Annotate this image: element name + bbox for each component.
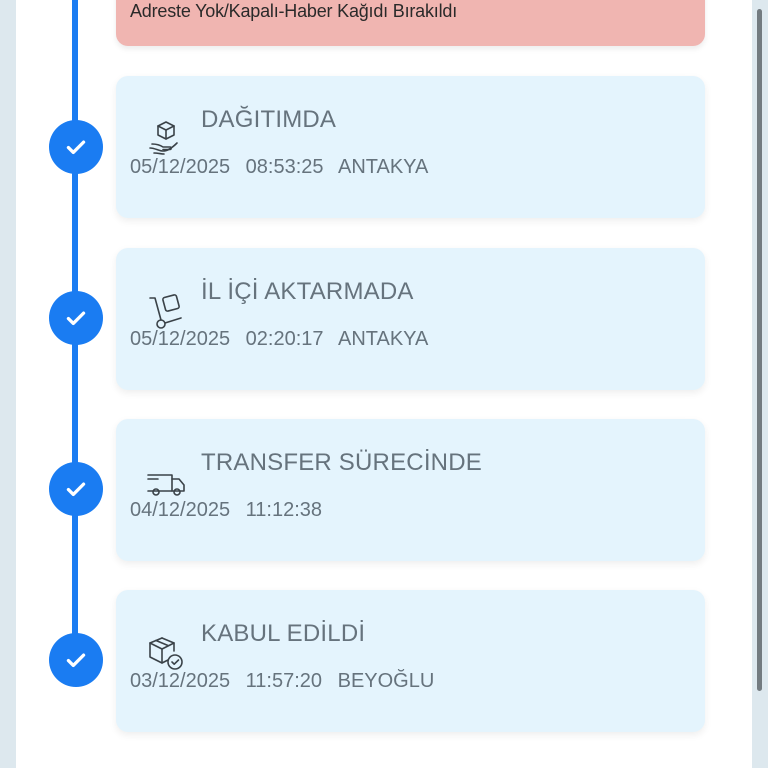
check-circle-icon xyxy=(49,462,103,516)
alert-text: Adreste Yok/Kapalı-Haber Kağıdı Bırakıld… xyxy=(130,1,457,21)
event-time: 08:53:25 xyxy=(245,156,324,178)
event-location: BEYOĞLU xyxy=(337,670,435,692)
delivery-attempt-alert: Adreste Yok/Kapalı-Haber Kağıdı Bırakıld… xyxy=(116,0,705,46)
check-circle-icon xyxy=(49,291,103,345)
event-time: 11:57:20 xyxy=(245,670,323,692)
timeline-event-card[interactable]: İL İÇİ AKTARMADA 05/12/2025 02:20:17 ANT… xyxy=(116,248,705,390)
truck-icon xyxy=(144,461,188,505)
event-title: TRANSFER SÜRECİNDE xyxy=(201,449,482,476)
timeline-event-card[interactable]: KABUL EDİLDİ 03/12/2025 11:57:20 BEYOĞLU xyxy=(116,590,705,732)
event-meta: 04/12/2025 11:12:38 xyxy=(130,499,332,522)
event-meta: 05/12/2025 02:20:17 ANTAKYA xyxy=(130,328,438,351)
package-hand-icon xyxy=(144,118,188,162)
event-date: 03/12/2025 xyxy=(130,670,231,692)
event-time: 11:12:38 xyxy=(245,499,323,521)
check-circle-icon xyxy=(49,633,103,687)
event-location: ANTAKYA xyxy=(337,156,429,178)
event-date: 04/12/2025 xyxy=(130,499,231,521)
event-location: ANTAKYA xyxy=(337,328,429,350)
scrollbar-thumb[interactable] xyxy=(757,9,762,691)
event-time: 02:20:17 xyxy=(245,328,324,350)
timeline-event-card[interactable]: DAĞITIMDA 05/12/2025 08:53:25 ANTAKYA xyxy=(116,76,705,218)
event-meta: 03/12/2025 11:57:20 BEYOĞLU xyxy=(130,670,444,693)
event-date: 05/12/2025 xyxy=(130,328,231,350)
event-meta: 05/12/2025 08:53:25 ANTAKYA xyxy=(130,156,438,179)
timeline-event-card[interactable]: TRANSFER SÜRECİNDE 04/12/2025 11:12:38 xyxy=(116,419,705,561)
event-title: İL İÇİ AKTARMADA xyxy=(201,278,414,305)
event-title: KABUL EDİLDİ xyxy=(201,620,366,647)
event-date: 05/12/2025 xyxy=(130,156,231,178)
event-title: DAĞITIMDA xyxy=(201,106,337,133)
box-check-icon xyxy=(144,632,188,676)
check-circle-icon xyxy=(49,120,103,174)
hand-truck-icon xyxy=(144,290,188,334)
